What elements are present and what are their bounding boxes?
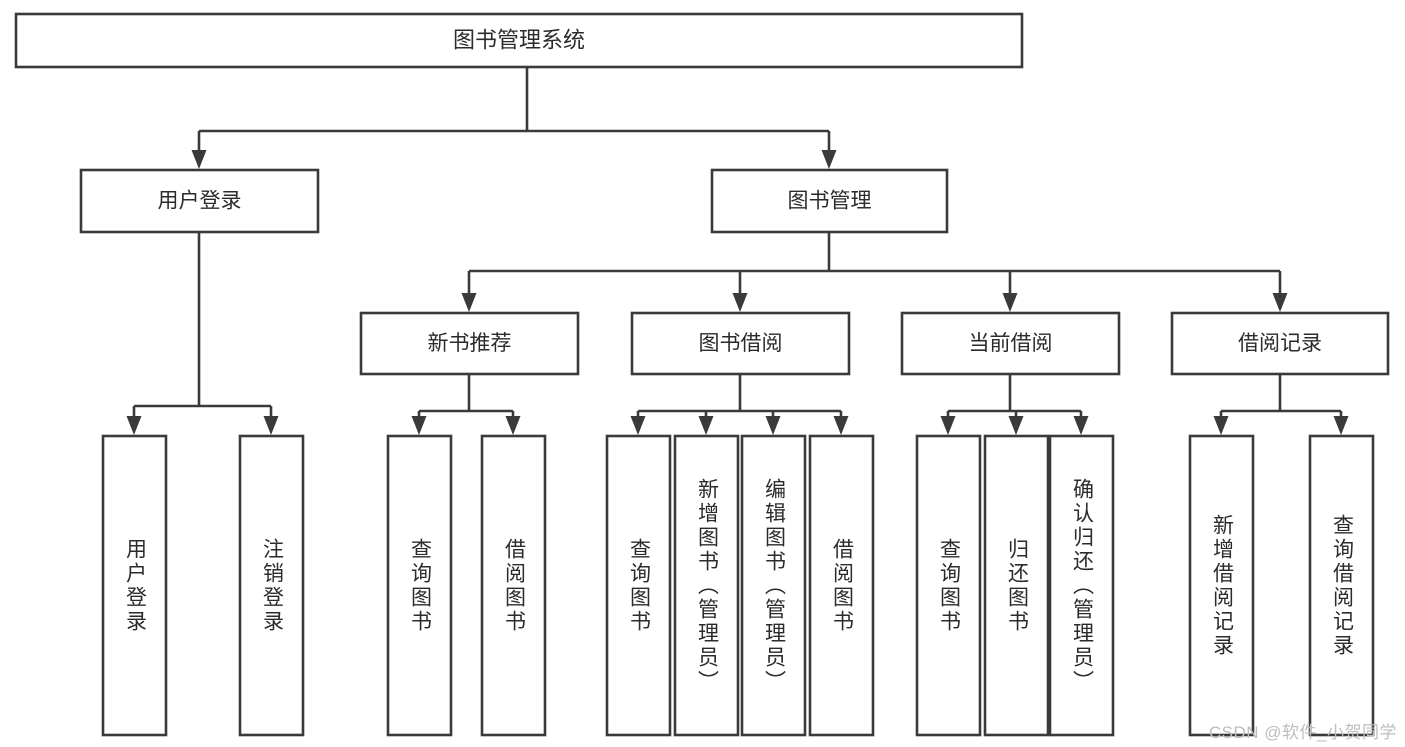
node-leaf-user-login[interactable] — [101, 434, 168, 737]
node-label-borrow-record: 借阅记录 — [1238, 332, 1322, 355]
node-label-new-book-recommend: 新书推荐 — [428, 332, 512, 355]
node-box-leaf-add-record[interactable] — [1188, 434, 1255, 737]
arrow-head-icon — [765, 416, 781, 435]
node-leaf-query-book-recommend[interactable] — [386, 434, 453, 737]
node-root[interactable]: 图书管理系统 — [14, 12, 1024, 69]
arrow-head-icon — [126, 416, 142, 435]
arrow-head-icon — [698, 416, 714, 435]
node-new-book-recommend[interactable]: 新书推荐 — [359, 311, 580, 376]
node-box-borrow-record[interactable] — [1170, 311, 1390, 376]
node-leaf-return-book[interactable] — [983, 434, 1050, 737]
node-box-root[interactable] — [14, 12, 1024, 69]
arrow-head-icon — [1213, 416, 1229, 435]
node-box-leaf-edit-book[interactable] — [740, 434, 807, 737]
connector-record-to-leaves — [1213, 374, 1349, 435]
node-box-leaf-confirm-return[interactable] — [1048, 434, 1115, 737]
node-leaf-add-record[interactable] — [1188, 434, 1255, 737]
node-box-leaf-query-record[interactable] — [1308, 434, 1375, 737]
watermark-text: CSDN @软件_小贺同学 — [1208, 723, 1397, 742]
node-current-borrow[interactable]: 当前借阅 — [900, 311, 1121, 376]
node-leaf-query-record[interactable] — [1308, 434, 1375, 737]
connector-layer — [126, 67, 1349, 435]
arrow-head-icon — [1333, 416, 1349, 435]
arrow-head-icon — [940, 416, 956, 435]
node-borrow-record[interactable]: 借阅记录 — [1170, 311, 1390, 376]
arrow-head-icon — [191, 150, 207, 169]
node-box-leaf-user-login[interactable] — [101, 434, 168, 737]
connector-current-to-leaves — [940, 374, 1089, 435]
node-label-user-login: 用户登录 — [158, 190, 242, 213]
connector-recommend-to-leaves — [411, 374, 521, 435]
node-leaf-logout[interactable] — [238, 434, 305, 737]
arrow-head-icon — [732, 293, 748, 312]
node-book-borrow[interactable]: 图书借阅 — [630, 311, 851, 376]
node-leaf-query-book-current[interactable] — [915, 434, 982, 737]
arrow-head-icon — [630, 416, 646, 435]
node-box-leaf-borrow-book[interactable] — [808, 434, 875, 737]
arrow-head-icon — [263, 416, 279, 435]
node-box-leaf-borrow-book-recommend[interactable] — [480, 434, 547, 737]
arrow-head-icon — [1272, 293, 1288, 312]
node-box-current-borrow[interactable] — [900, 311, 1121, 376]
node-box-leaf-return-book[interactable] — [983, 434, 1050, 737]
node-label-current-borrow: 当前借阅 — [969, 332, 1053, 355]
node-leaf-confirm-return[interactable] — [1048, 434, 1115, 737]
node-box-user-login[interactable] — [79, 168, 320, 234]
node-box-leaf-query-book-current[interactable] — [915, 434, 982, 737]
connector-root-to-level1 — [191, 67, 837, 169]
node-user-login[interactable]: 用户登录 — [79, 168, 320, 234]
arrow-head-icon — [1002, 293, 1018, 312]
node-leaf-borrow-book-recommend[interactable] — [480, 434, 547, 737]
node-box-book-borrow[interactable] — [630, 311, 851, 376]
connector-bookmanage-to-level2 — [461, 232, 1288, 312]
node-box-new-book-recommend[interactable] — [359, 311, 580, 376]
arrow-head-icon — [1073, 416, 1089, 435]
node-box-leaf-query-book-borrow[interactable] — [605, 434, 672, 737]
arrow-head-icon — [461, 293, 477, 312]
node-label-book-borrow: 图书借阅 — [699, 332, 783, 355]
node-leaf-edit-book[interactable] — [740, 434, 807, 737]
node-box-leaf-logout[interactable] — [238, 434, 305, 737]
node-box-leaf-query-book-recommend[interactable] — [386, 434, 453, 737]
node-box-book-manage[interactable] — [710, 168, 949, 234]
node-label-book-manage: 图书管理 — [788, 190, 872, 213]
node-box-leaf-add-book[interactable] — [673, 434, 740, 737]
arrow-head-icon — [505, 416, 521, 435]
node-book-manage[interactable]: 图书管理 — [710, 168, 949, 234]
connector-userlogin-to-leaves — [126, 232, 279, 435]
arrow-head-icon — [411, 416, 427, 435]
arrow-head-icon — [833, 416, 849, 435]
node-leaf-borrow-book[interactable] — [808, 434, 875, 737]
arrow-head-icon — [821, 150, 837, 169]
node-label-root: 图书管理系统 — [453, 27, 585, 52]
connector-borrow-to-leaves — [630, 374, 849, 435]
arrow-head-icon — [1008, 416, 1024, 435]
node-leaf-query-book-borrow[interactable] — [605, 434, 672, 737]
node-leaf-add-book[interactable] — [673, 434, 740, 737]
